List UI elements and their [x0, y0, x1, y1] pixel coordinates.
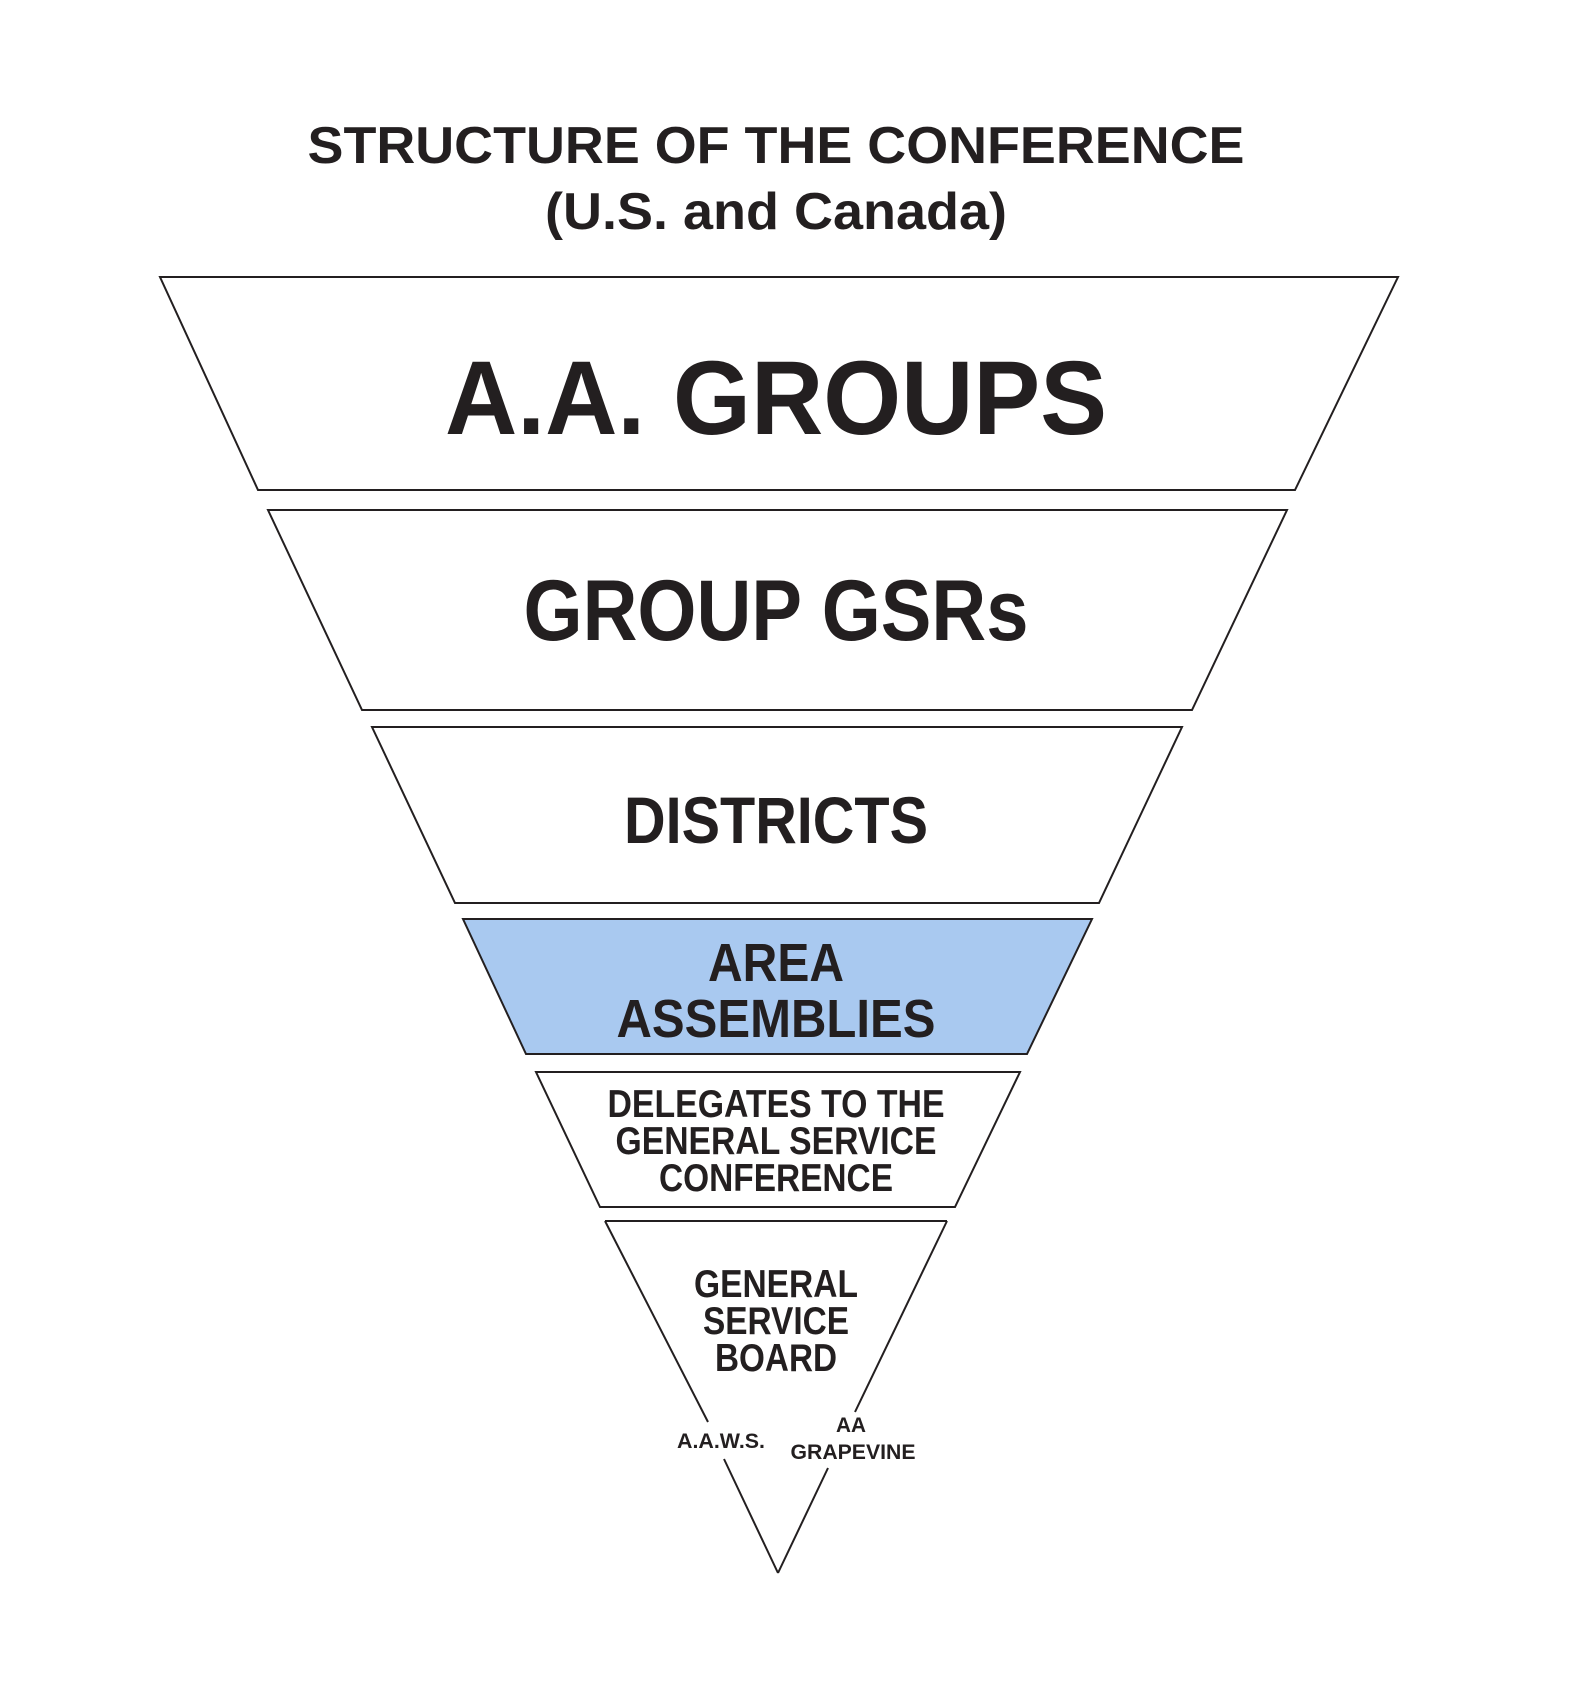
tier-label: GROUP GSRs [524, 563, 1029, 659]
tier-aa-groups: A.A. GROUPS [158, 276, 1400, 491]
tier-label: SERVICE [703, 1300, 849, 1343]
tier-districts: DISTRICTS [370, 726, 1184, 904]
tier-area-assemblies: AREA ASSEMBLIES [461, 918, 1094, 1055]
grapevine-label-line1: AA [836, 1414, 866, 1437]
tier-label: DISTRICTS [624, 783, 928, 857]
title-line2: (U.S. and Canada) [545, 183, 1007, 241]
grapevine-label-line2: GRAPEVINE [791, 1441, 916, 1464]
aaws-label: A.A.W.S. [677, 1430, 765, 1453]
tier-delegates: DELEGATES TO THE GENERAL SERVICE CONFERE… [534, 1071, 1022, 1208]
tier-label: BOARD [715, 1337, 837, 1380]
tier-label: DELEGATES TO THE [608, 1083, 945, 1126]
tier-group-gsrs: GROUP GSRs [266, 509, 1289, 711]
title-line1: STRUCTURE OF THE CONFERENCE [308, 117, 1245, 175]
tier-label: A.A. GROUPS [445, 340, 1107, 457]
tier-label: AREA [708, 933, 844, 993]
tier-label: GENERAL [694, 1263, 858, 1306]
tier-general-service-board [604, 1220, 948, 1574]
tier-label: GENERAL SERVICE [616, 1120, 937, 1163]
tier-label: CONFERENCE [659, 1157, 893, 1200]
tier-label: ASSEMBLIES [617, 989, 936, 1049]
